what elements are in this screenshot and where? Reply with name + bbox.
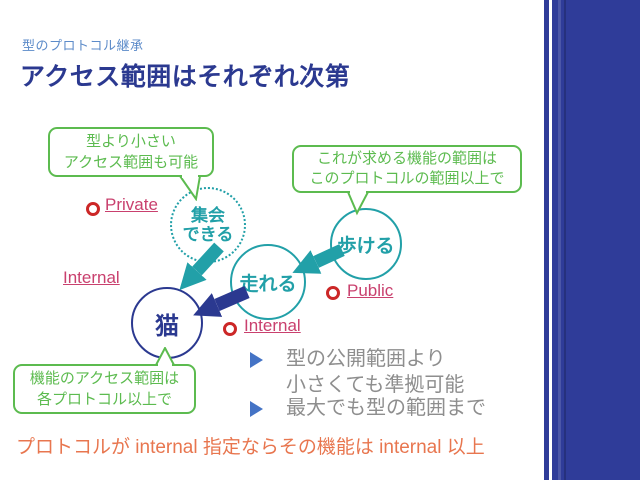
bubble-tail-icon [346, 191, 370, 216]
access-label-private: Private [105, 195, 158, 214]
bullet-item: 最大でも型の範囲まで [286, 397, 486, 419]
side-panel-highlight-line [558, 0, 561, 480]
access-label-public: Public [347, 281, 394, 300]
access-marker-icon [86, 202, 100, 216]
protocol-node-walk-label: 歩ける [337, 235, 395, 257]
bubble-tail-icon [154, 347, 176, 367]
speech-bubble-feature-scope: 機能のアクセス範囲は 各プロトコル以上で [13, 364, 196, 414]
speech-bubble-required-scope: これが求める機能の範囲は このプロトコルの範囲以上で [292, 145, 522, 193]
protocol-node-run: 走れる [230, 244, 306, 320]
type-node-cat-label: 猫 [155, 312, 179, 340]
access-marker-icon [223, 322, 237, 336]
access-marker-icon [326, 286, 340, 300]
bullet-item: 型の公開範囲より 小さくても準拠可能 [286, 348, 465, 396]
protocol-node-walk: 歩ける [330, 208, 402, 280]
side-panel-stripe [544, 0, 549, 480]
bullet-triangle-icon [250, 401, 263, 417]
access-label-internal-bottom: Internal [244, 316, 301, 335]
type-node-cat: 猫 [131, 287, 203, 359]
footer-note: プロトコルが internal 指定ならその機能は internal 以上 [16, 437, 485, 458]
side-panel [552, 0, 640, 480]
bullet-triangle-icon [250, 352, 263, 368]
speech-bubble-smaller-scope-text: 型より小さい アクセス範囲も可能 [63, 133, 199, 171]
page-title: アクセス範囲はそれぞれ次第 [20, 63, 351, 91]
speech-bubble-required-scope-text: これが求める機能の範囲は このプロトコルの範囲以上で [309, 150, 505, 187]
speech-bubble-smaller-scope: 型より小さい アクセス範囲も可能 [48, 127, 214, 177]
speech-bubble-feature-scope-text: 機能のアクセス範囲は 各プロトコル以上で [29, 370, 180, 408]
access-label-internal-left: Internal [63, 268, 120, 287]
bubble-tail-icon [178, 175, 202, 201]
protocol-node-gather-label: 集会 できる [182, 206, 234, 244]
protocol-node-run-label: 走れる [239, 273, 297, 295]
slide-kicker: 型のプロトコル継承 [22, 38, 144, 53]
side-panel-shadow-line [564, 0, 566, 480]
